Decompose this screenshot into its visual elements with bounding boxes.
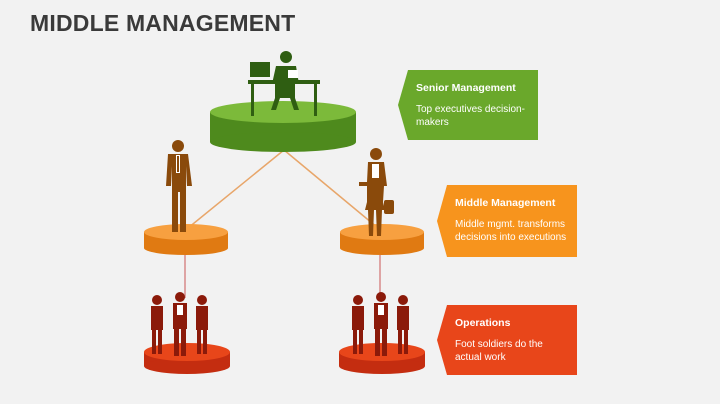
businessman-icon — [166, 140, 192, 232]
operations-description: Foot soldiers do the actual work — [455, 339, 543, 363]
workers-group-left-icon — [151, 292, 208, 356]
senior-platform — [210, 101, 356, 152]
operations-platform-left — [144, 343, 230, 374]
middle-platform-right — [340, 224, 424, 255]
slide-title: MIDDLE MANAGEMENT — [30, 10, 296, 36]
operations-label: Operations Foot soldiers do the actual w… — [437, 305, 577, 375]
senior-management-label: Senior Management Top executives decisio… — [398, 70, 538, 140]
executive-at-desk-icon — [248, 51, 320, 116]
operations-heading: Operations — [455, 317, 511, 329]
middle-management-description: Middle mgmt. transforms decisions into e… — [455, 219, 567, 243]
middle-management-heading: Middle Management — [455, 197, 556, 209]
middle-management-label: Middle Management Middle mgmt. transform… — [437, 185, 577, 257]
workers-group-right-icon — [352, 292, 409, 356]
businesswoman-icon — [359, 148, 394, 236]
senior-management-heading: Senior Management — [416, 82, 516, 94]
senior-management-description: Top executives decision-makers — [416, 104, 525, 128]
middle-platform-left — [144, 224, 228, 255]
